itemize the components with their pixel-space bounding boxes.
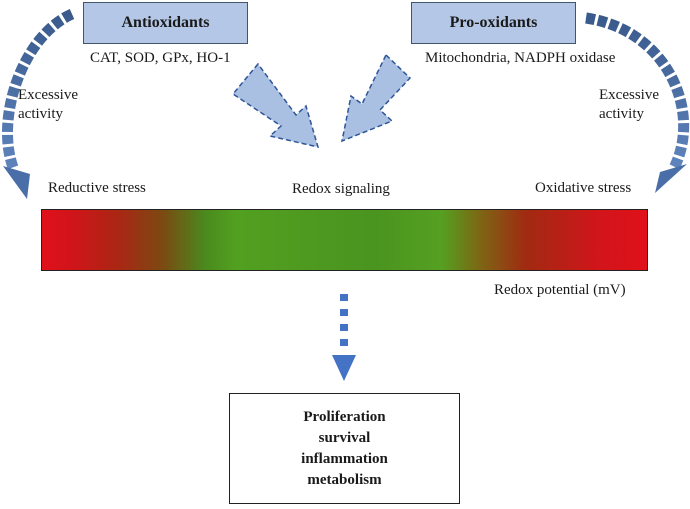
prooxidant-examples: Mitochondria, NADPH oxidase [425,50,616,66]
outcome-item: metabolism [307,471,382,488]
prooxidant-down-arrow [340,53,412,143]
redox-potential-label: Redox potential (mV) [494,282,626,298]
activity-line: activity [599,106,644,122]
antioxidant-down-arrow [231,62,320,149]
outcomes-box: Proliferation survival inflammation meta… [229,393,460,504]
excessive-line: Excessive [599,87,659,103]
excessive-activity-right-label: Excessive activity [599,86,659,124]
reductive-stress-label: Reductive stress [48,180,146,196]
left-curved-arrow [2,8,75,199]
redox-signaling-label: Redox signaling [292,181,390,197]
oxidative-stress-label: Oxidative stress [535,180,632,196]
outcome-item: inflammation [301,450,388,467]
down-dashed-arrow [332,294,356,381]
activity-line: activity [18,106,63,122]
redox-potential-bar [41,209,648,271]
outcome-item: Proliferation [303,408,386,425]
prooxidants-title: Pro-oxidants [449,14,538,31]
antioxidant-examples: CAT, SOD, GPx, HO-1 [90,50,231,66]
excessive-activity-left-label: Excessive activity [18,86,78,124]
prooxidants-box: Pro-oxidants [411,2,576,44]
excessive-line: Excessive [18,87,78,103]
antioxidants-title: Antioxidants [121,14,210,31]
outcome-item: survival [318,429,371,446]
right-curved-arrow [585,12,690,193]
antioxidants-box: Antioxidants [83,2,248,44]
